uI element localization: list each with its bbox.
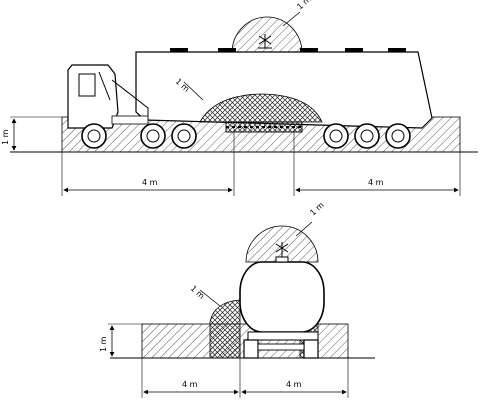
dim-label-right: 4 m — [368, 178, 384, 187]
bottom-view: 1 m 1 m 1 m 4 m 4 m — [99, 200, 375, 398]
roof-rail-3 — [300, 48, 318, 52]
valve-icon-bottom — [275, 242, 289, 263]
zone-label-top-bottom: 1 m — [308, 200, 326, 217]
zone-label-top: 1 m — [295, 0, 313, 11]
leader-mid — [183, 81, 204, 101]
roof-rail-5 — [388, 48, 406, 52]
valve-icon — [258, 34, 272, 49]
dim-label-left: 4 m — [142, 178, 158, 187]
hazard-zone-middle — [199, 93, 323, 123]
axle — [257, 343, 305, 351]
roof-rail-4 — [345, 48, 363, 52]
leader-top — [282, 11, 301, 27]
tank-body — [239, 261, 325, 333]
leader-mid-bottom — [199, 289, 221, 307]
chassis — [247, 331, 319, 341]
hazard-zone-side — [209, 299, 241, 359]
trailer-body — [135, 51, 433, 129]
zone-label-mid-bottom: 1 m — [189, 284, 207, 301]
wheel-left — [243, 339, 259, 359]
height-label: 1 m — [1, 129, 10, 145]
cab-window — [78, 73, 96, 97]
hazard-dome-top — [231, 16, 303, 54]
height-label-bottom: 1 m — [99, 336, 108, 352]
wheels-top — [81, 123, 411, 149]
roof-rail-2 — [218, 48, 236, 52]
leader-top-bottom — [295, 221, 313, 237]
roof-rail-1 — [170, 48, 188, 52]
dim-label-left-bottom: 4 m — [182, 380, 198, 389]
top-view: 1 m 1 m 1 m 4 m 4 m — [1, 0, 478, 196]
wheel-right — [303, 339, 319, 359]
dim-label-right-bottom: 4 m — [286, 380, 302, 389]
